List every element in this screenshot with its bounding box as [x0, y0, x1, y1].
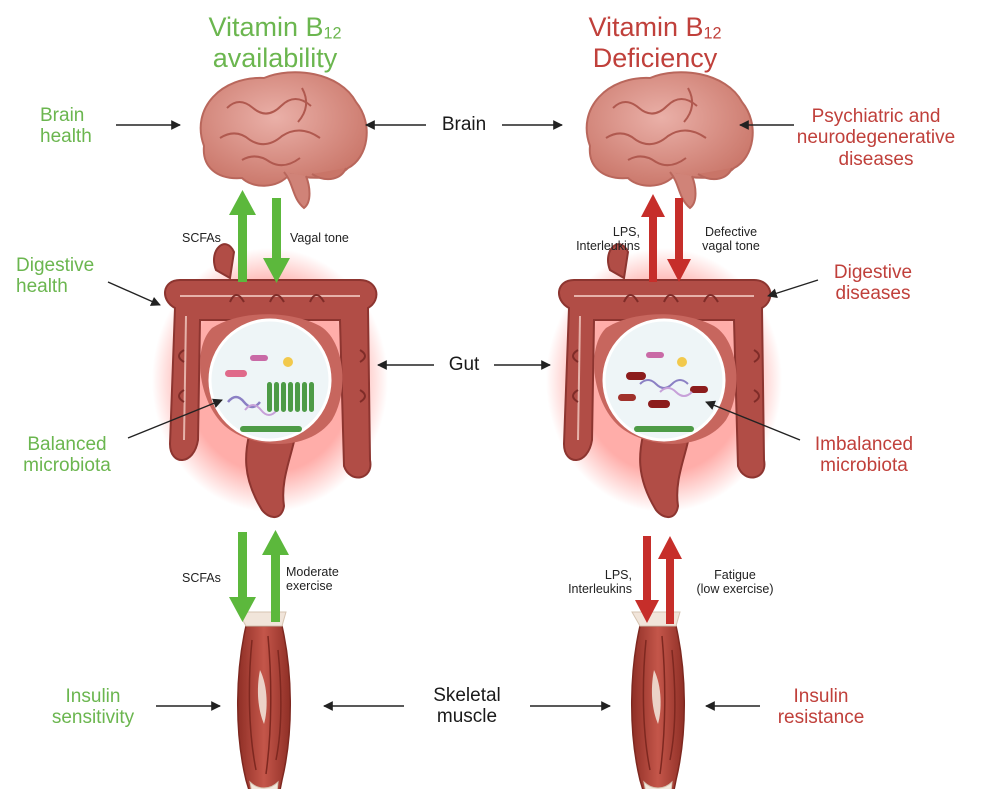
- label-digestive-health: Digestive health: [16, 255, 94, 298]
- brain-illustration-left: [201, 72, 367, 208]
- label-lps-upper: LPS, Interleukins: [548, 225, 640, 253]
- arrow-left-lower-down: [229, 532, 256, 622]
- pointer-digestive-diseases: [768, 280, 818, 296]
- label-moderate-exercise: Moderate exercise: [286, 565, 339, 593]
- label-insulin-sensitivity: Insulin sensitivity: [38, 686, 148, 729]
- label-digestive-diseases: Digestive diseases: [818, 262, 928, 305]
- label-scfas-upper: SCFAs: [182, 231, 221, 245]
- gut-illustration-left: [152, 244, 388, 517]
- label-balanced-microbiota: Balanced microbiota: [12, 434, 122, 477]
- label-brain: Brain: [426, 114, 502, 135]
- arrow-right-lower-up: [658, 536, 682, 624]
- muscle-illustration-right: [632, 612, 685, 789]
- pointer-digestive-health: [108, 282, 160, 305]
- arrow-left-lower-up: [262, 530, 289, 622]
- label-lps-lower: LPS, Interleukins: [540, 568, 632, 596]
- right-title: Vitamin B12 Deficiency: [530, 12, 780, 73]
- label-imbalanced-microbiota: Imbalanced microbiota: [804, 434, 924, 477]
- arrow-right-lower-down: [635, 536, 659, 623]
- label-defective-vagal-tone: Defective vagal tone: [688, 225, 774, 253]
- muscle-illustration-left: [238, 612, 291, 789]
- label-vagal-tone: Vagal tone: [290, 231, 349, 245]
- label-insulin-resistance: Insulin resistance: [766, 686, 876, 729]
- left-title: Vitamin B12 availability: [150, 12, 400, 73]
- label-fatigue: Fatigue (low exercise): [680, 568, 790, 596]
- label-psychiatric-diseases: Psychiatric and neurodegenerative diseas…: [786, 106, 966, 170]
- gut-illustration-right: [546, 244, 782, 517]
- brain-illustration-right: [587, 72, 753, 208]
- label-scfas-lower: SCFAs: [182, 571, 221, 585]
- label-brain-health: Brain health: [40, 105, 92, 148]
- label-gut: Gut: [434, 354, 494, 375]
- label-skeletal-muscle: Skeletal muscle: [404, 685, 530, 728]
